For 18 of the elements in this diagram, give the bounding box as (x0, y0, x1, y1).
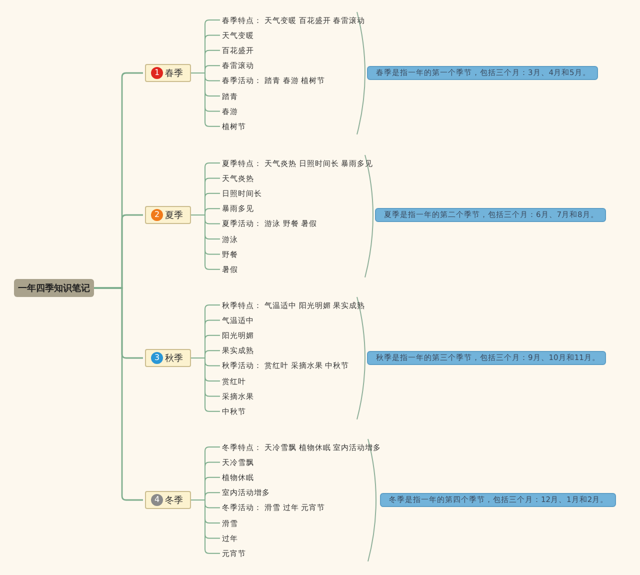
topic-label: 春季 (165, 68, 183, 80)
topic-label: 秋季 (165, 352, 183, 364)
topic-box (145, 64, 191, 82)
topic-label: 冬季 (165, 494, 183, 506)
number-badge: 3 (151, 352, 163, 364)
number-badge: 4 (151, 494, 163, 506)
number-badge: 2 (151, 209, 163, 221)
topic-box (145, 349, 191, 367)
connector-line (94, 287, 143, 501)
connector-line (190, 500, 220, 554)
central-topic-box: 一年四季知识笔记 (14, 279, 94, 297)
number-badge: 1 (151, 67, 163, 79)
connector-line (190, 72, 220, 127)
topic-label: 夏季 (165, 210, 183, 222)
connector-line (190, 358, 220, 412)
topic-box (145, 206, 191, 224)
topic-box (145, 491, 191, 509)
connector-line (190, 214, 220, 270)
